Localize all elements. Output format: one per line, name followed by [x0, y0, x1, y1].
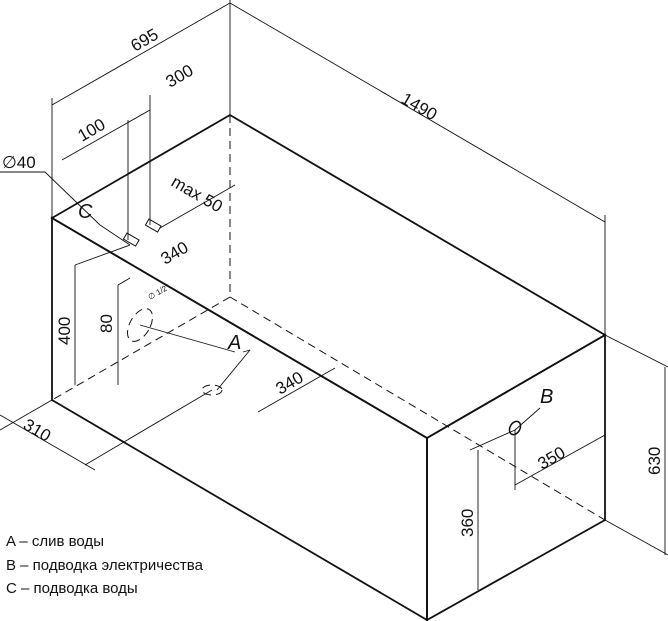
- pipe-size: ∅ 1/2": [147, 282, 172, 301]
- dim-340-lower: 340: [273, 368, 307, 399]
- dim-1490: 1490: [398, 89, 440, 124]
- legend-item-b: B – подводка электричества: [6, 556, 203, 574]
- dim-100: 100: [75, 115, 109, 146]
- marker-a: A: [227, 332, 241, 354]
- dim-310: 310: [20, 415, 54, 446]
- dim-340-upper: 340: [158, 238, 192, 269]
- electric-inlet-icon: [508, 420, 522, 436]
- dim-max50: max 50: [168, 172, 226, 216]
- dim-630: 630: [645, 447, 664, 475]
- dim-80: 80: [97, 314, 116, 333]
- marker-c: C: [78, 201, 93, 223]
- marker-b: B: [540, 386, 553, 408]
- water-inlet-icon: [122, 232, 140, 247]
- water-inlet-icon: [144, 218, 162, 233]
- dim-diameter: ∅40: [2, 153, 36, 172]
- legend-item-a: A – слив воды: [6, 533, 104, 550]
- dim-350: 350: [535, 443, 569, 474]
- dim-360: 360: [458, 509, 477, 537]
- dimension-lines: [0, 0, 668, 590]
- dim-695: 695: [128, 25, 162, 56]
- legend-item-c: C – подводка воды: [6, 580, 138, 597]
- dim-300: 300: [163, 61, 197, 92]
- legend: A – слив воды B – подводка электричества…: [6, 530, 203, 601]
- hidden-edges: [51, 115, 606, 521]
- dim-400: 400: [55, 317, 74, 345]
